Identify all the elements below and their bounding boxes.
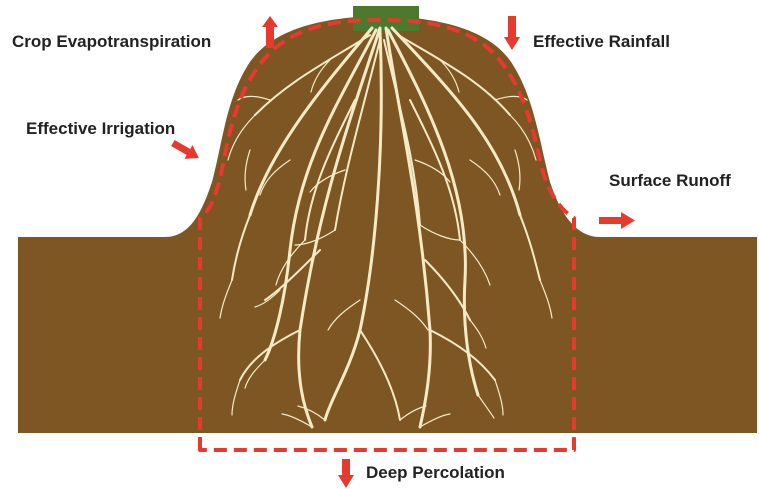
soil-profile: [18, 16, 757, 433]
label-crop-evapotranspiration: Crop Evapotranspiration: [12, 32, 211, 51]
label-effective-rainfall: Effective Rainfall: [533, 32, 670, 51]
right-arrow-icon: [599, 212, 635, 229]
label-surface-runoff: Surface Runoff: [609, 171, 731, 190]
down-arrow-icon: [504, 16, 520, 50]
right-arrow-icon: [169, 136, 203, 165]
label-deep-percolation: Deep Percolation: [366, 463, 505, 482]
down-arrow-icon: [338, 459, 354, 488]
label-effective-irrigation: Effective Irrigation: [26, 119, 175, 138]
